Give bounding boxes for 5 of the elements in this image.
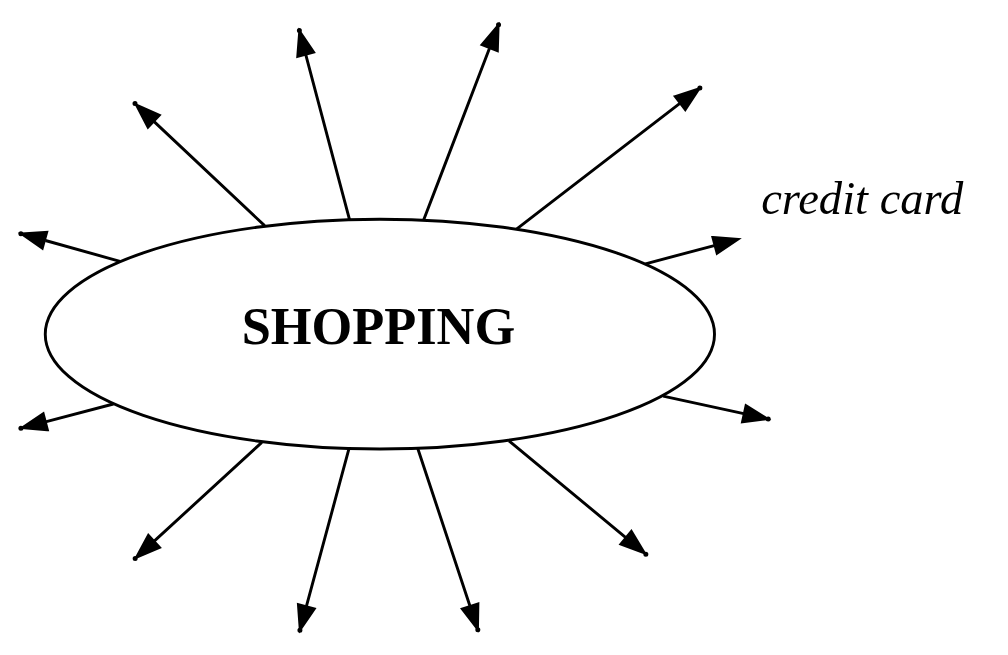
arrow [133, 102, 266, 227]
arrow [508, 439, 648, 556]
arrow [645, 235, 742, 266]
node-text: credit card [761, 173, 964, 225]
arrow [133, 441, 263, 561]
